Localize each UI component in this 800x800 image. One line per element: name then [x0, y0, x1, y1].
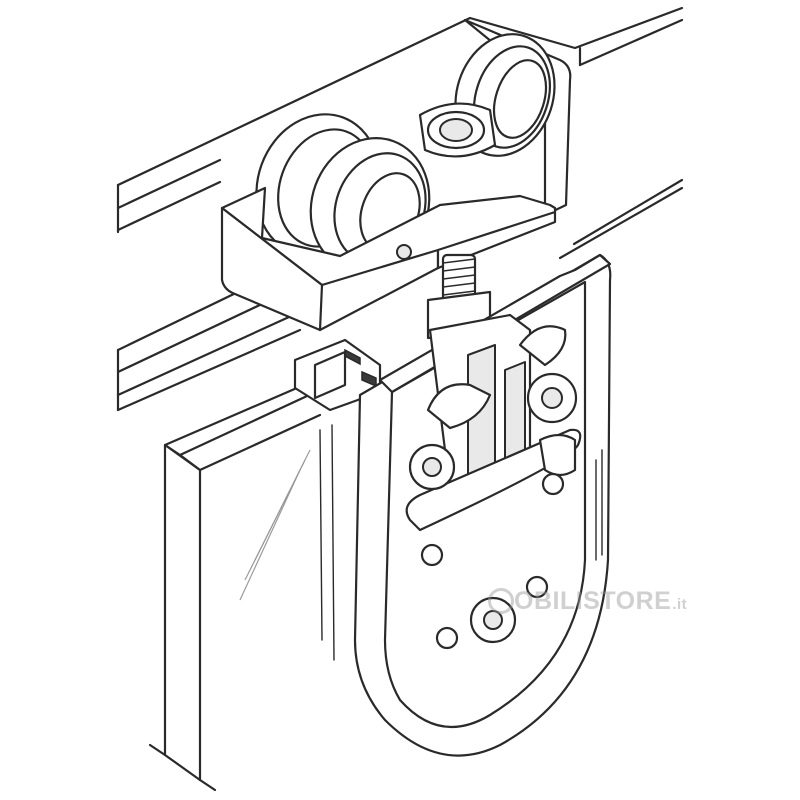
watermark-suffix: .it	[672, 595, 688, 613]
clamp-bracket	[353, 253, 612, 757]
m-circle-logo-icon	[488, 588, 514, 614]
screw-head-left	[408, 443, 456, 491]
watermark-text: OBILISTORE	[514, 586, 672, 615]
roller-carriage	[220, 18, 572, 332]
screw-head-upper-right	[526, 372, 578, 424]
watermark: OBILISTORE .it	[488, 586, 687, 616]
axle-boss	[418, 102, 497, 158]
glass-panel	[148, 338, 382, 792]
